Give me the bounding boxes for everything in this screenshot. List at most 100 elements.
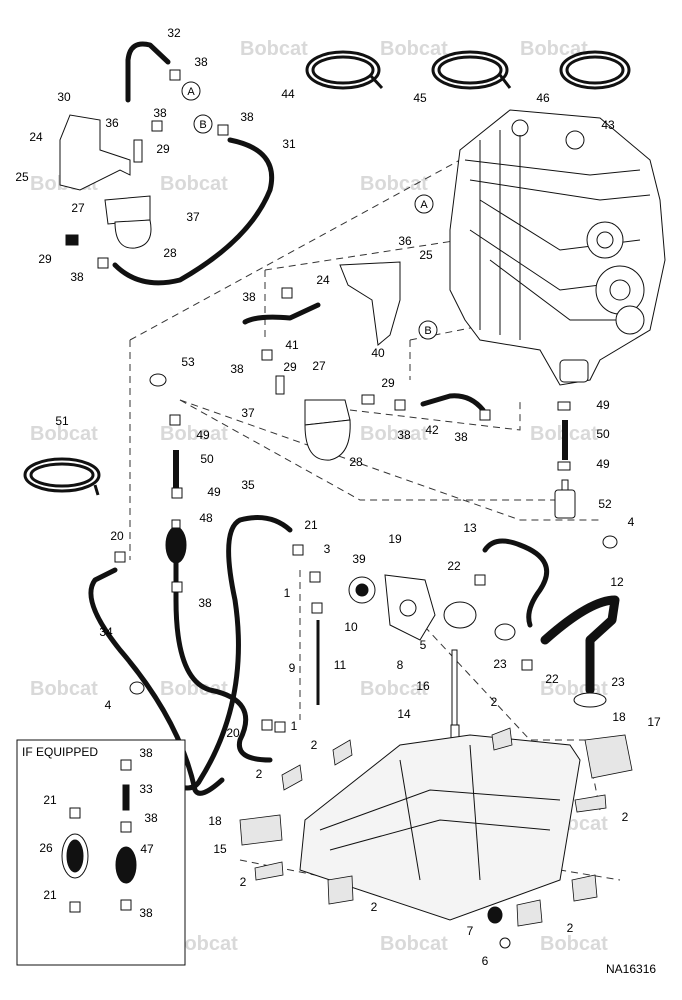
callout-50: 50 (200, 452, 214, 466)
callout-11: 11 (334, 658, 347, 672)
callout-38: 38 (194, 55, 208, 69)
watermark-text: Bobcat (360, 678, 428, 700)
inset-callout-38: 38 (139, 746, 153, 760)
callout-25: 25 (15, 170, 29, 184)
callout-38: 38 (153, 106, 167, 120)
callout-38: 38 (240, 110, 254, 124)
callout-53: 53 (181, 355, 195, 369)
callout-38: 38 (230, 362, 244, 376)
callout-32: 32 (167, 26, 181, 40)
callout-7: 7 (467, 924, 474, 938)
callout-42: 42 (425, 423, 439, 437)
inset-title: IF EQUIPPED (22, 745, 98, 759)
callout-20: 20 (110, 529, 124, 543)
callout-44: 44 (281, 87, 295, 101)
callout-19: 19 (388, 532, 402, 546)
callout-37: 37 (186, 210, 200, 224)
callout-38: 38 (397, 428, 411, 442)
callout-49: 49 (207, 485, 221, 499)
primer-bulb-48 (165, 519, 187, 564)
middle-fuel-filter-assembly (275, 261, 401, 461)
watermark-text: Bobcat (160, 678, 228, 700)
callout-9: 9 (289, 661, 296, 675)
callout-38: 38 (70, 270, 84, 284)
watermark-text: Bobcat (360, 423, 428, 445)
callout-29: 29 (283, 360, 297, 374)
inset-callout-21: 21 (43, 793, 57, 807)
hose-coil-46 (559, 50, 631, 90)
callout-12: 12 (610, 575, 624, 589)
callout-31: 31 (282, 137, 296, 151)
callout-1: 1 (291, 719, 298, 733)
fittings (65, 69, 571, 733)
inset-parts (61, 759, 137, 913)
callout-49: 49 (196, 428, 210, 442)
hose-coil-44 (305, 50, 384, 90)
watermark-text: Bobcat (170, 933, 238, 955)
callout-38: 38 (454, 430, 468, 444)
callout-4: 4 (628, 515, 635, 529)
callout-39: 39 (352, 552, 366, 566)
reference-code: NA16316 (606, 962, 656, 976)
callout-35: 35 (241, 478, 255, 492)
watermark-text: Bobcat (540, 933, 608, 955)
watermark-text: Bobcat (360, 173, 428, 195)
inset-callout-21: 21 (43, 888, 57, 902)
callout-23: 23 (493, 657, 507, 671)
callout-49: 49 (596, 398, 610, 412)
callout-25: 25 (419, 248, 433, 262)
callout-38: 38 (242, 290, 256, 304)
callout-14: 14 (397, 707, 411, 721)
callout-2: 2 (256, 767, 263, 781)
callout-29: 29 (381, 376, 395, 390)
marker-letter: B (199, 119, 206, 131)
callout-27: 27 (71, 201, 85, 215)
inset-callout-33: 33 (139, 782, 153, 796)
connection-marker-b: B (418, 320, 438, 340)
upper-fuel-filter-assembly (59, 114, 152, 249)
callout-2: 2 (622, 810, 629, 824)
marker-circle (418, 320, 438, 340)
callout-22: 22 (447, 559, 461, 573)
marker-circle (193, 114, 213, 134)
marker-letter: B (424, 325, 431, 337)
callout-36: 36 (398, 234, 412, 248)
callout-45: 45 (413, 91, 427, 105)
watermark-text: Bobcat (160, 173, 228, 195)
connection-marker-a: A (181, 81, 201, 101)
callout-23: 23 (611, 675, 625, 689)
callout-10: 10 (344, 620, 358, 634)
callout-21: 21 (304, 518, 318, 532)
marker-letter: A (187, 86, 195, 98)
callout-16: 16 (416, 679, 430, 693)
watermark-text: Bobcat (380, 38, 448, 60)
marker-circle (181, 81, 201, 101)
callout-37: 37 (241, 406, 255, 420)
callout-48: 48 (199, 511, 213, 525)
connection-marker-a: A (414, 194, 434, 214)
callout-36: 36 (105, 116, 119, 130)
connection-markers: A B A B (181, 81, 438, 340)
callout-8: 8 (397, 658, 404, 672)
callout-20: 20 (226, 726, 240, 740)
inset-callout-38: 38 (144, 811, 158, 825)
callout-2: 2 (371, 900, 378, 914)
watermark-text: Bobcat (30, 423, 98, 445)
callout-5: 5 (420, 638, 427, 652)
callout-2: 2 (240, 875, 247, 889)
watermark-text: Bobcat (520, 38, 588, 60)
callout-28: 28 (163, 246, 177, 260)
hose-coils (23, 50, 631, 496)
hoses (88, 41, 620, 948)
callout-1: 1 (284, 586, 291, 600)
callout-18: 18 (612, 710, 626, 724)
callout-30: 30 (57, 90, 71, 104)
callout-15: 15 (213, 842, 227, 856)
callout-51: 51 (55, 414, 69, 428)
inset-callout-38: 38 (139, 906, 153, 920)
watermark-text: Bobcat (30, 678, 98, 700)
callout-29: 29 (156, 142, 170, 156)
connection-marker-b: B (193, 114, 213, 134)
